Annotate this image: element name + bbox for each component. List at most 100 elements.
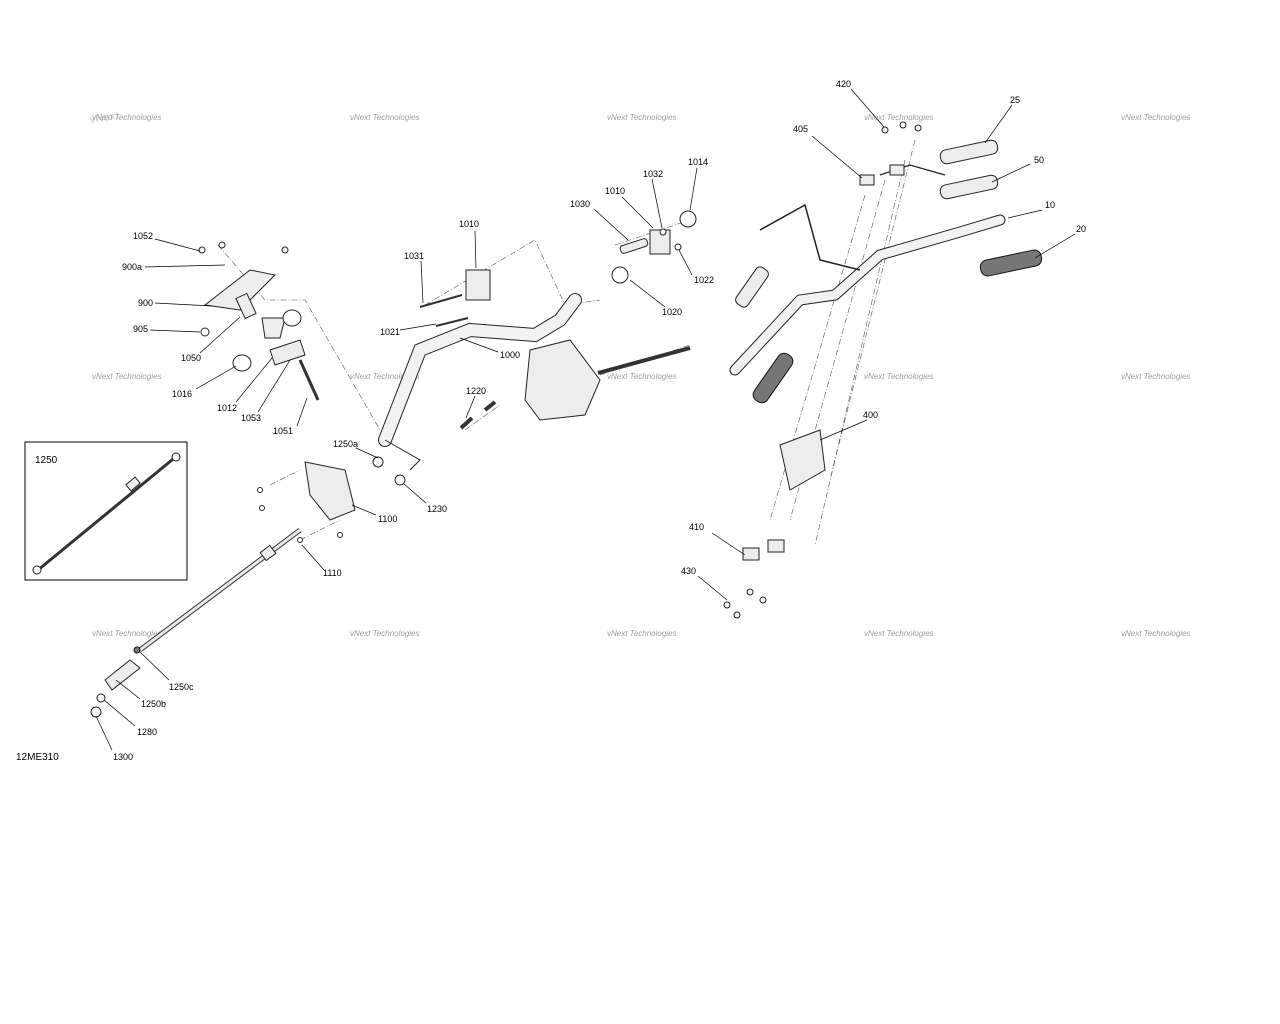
label-1230: 1230 — [427, 504, 447, 514]
label-1010-left: 1010 — [459, 219, 479, 229]
cover-right — [524, 339, 601, 421]
label-1000: 1000 — [500, 350, 520, 360]
label-25: 25 — [1010, 95, 1020, 105]
label-50: 50 — [1034, 155, 1044, 165]
riser-400 — [779, 429, 826, 491]
label-420: 420 — [836, 79, 851, 89]
label-400: 400 — [863, 410, 878, 420]
block-1012 — [261, 317, 286, 339]
clamp-410a — [742, 547, 760, 561]
label-1022: 1022 — [694, 275, 714, 285]
nut-1032 — [659, 228, 667, 236]
tie-rod-1250-fill — [139, 528, 301, 652]
inset-1250: 1250 — [24, 441, 188, 581]
label-1250b: 1250b — [141, 699, 166, 709]
label-1250c: 1250c — [169, 682, 194, 692]
nut-1052b — [218, 241, 226, 249]
bolt-420c — [914, 124, 922, 132]
bolt-1250a — [372, 456, 384, 468]
handlebar-assembly — [723, 121, 1043, 619]
label-1220: 1220 — [466, 386, 486, 396]
watermarks: vNext vNext Technologies vNext Technolog… — [89, 110, 1191, 638]
watermark-text: vNext Technologies — [864, 113, 934, 122]
nut-1052 — [198, 246, 206, 254]
watermark-text: vNext Technologies — [607, 629, 677, 638]
bushing-1016 — [232, 354, 252, 372]
watermark-text: vNext Technologies — [350, 372, 420, 381]
label-900: 900 — [138, 298, 153, 308]
watermark-text: vNext Technologies — [607, 113, 677, 122]
label-1250a: 1250a — [333, 439, 358, 449]
grip-25 — [939, 139, 999, 165]
label-1020: 1020 — [662, 307, 682, 317]
washer-1280 — [96, 693, 106, 703]
label-405: 405 — [793, 124, 808, 134]
bolt-1051 — [298, 359, 320, 401]
watermark-text: vNext Technologies — [1121, 113, 1191, 122]
watermark: vNext — [89, 110, 121, 126]
label-1280: 1280 — [137, 727, 157, 737]
label-1021: 1021 — [380, 327, 400, 337]
grip-left — [752, 352, 794, 404]
label-20: 20 — [1076, 224, 1086, 234]
label-1300: 1300 — [113, 752, 133, 762]
label-1110: 1110 — [323, 568, 342, 578]
inset-label: 1250 — [35, 455, 58, 466]
watermark-text: vNext Technologies — [1121, 372, 1191, 381]
label-430: 430 — [681, 566, 696, 576]
label-1016: 1016 — [172, 389, 192, 399]
screw-c — [297, 537, 303, 543]
screw-b — [259, 505, 265, 511]
nut-905 — [200, 327, 210, 337]
handlebar-10-fill — [730, 215, 1005, 375]
inset-rod-end-top — [171, 452, 181, 462]
grip-20 — [979, 249, 1043, 277]
clamp-1010a — [465, 269, 491, 301]
nut-1022 — [674, 243, 682, 251]
steering-column — [257, 210, 697, 543]
clamp-405b — [889, 164, 905, 176]
label-1030: 1030 — [570, 199, 590, 209]
bushing-1020 — [611, 266, 629, 284]
label-1010-right: 1010 — [605, 186, 625, 196]
clamp-1053 — [269, 339, 306, 366]
watermark-text: vNext Technologies — [92, 372, 162, 381]
label-1100: 1100 — [378, 514, 397, 524]
bolt-420b — [899, 121, 907, 129]
clamp-405 — [859, 174, 875, 186]
watermark-text: vNext Technologies — [864, 629, 934, 638]
bolt-1021 — [435, 317, 469, 327]
label-1014: 1014 — [688, 157, 708, 167]
label-1012: 1012 — [217, 403, 237, 413]
assembly-lines — [217, 139, 916, 546]
label-905: 905 — [133, 324, 148, 334]
bolt-430b — [733, 611, 741, 619]
inset-rod-end-bottom — [32, 565, 42, 575]
washer-1230 — [394, 474, 406, 486]
watermark-text: vNext Technologies — [607, 372, 677, 381]
left-assembly — [198, 241, 320, 401]
bolt-430d — [759, 596, 767, 604]
handlebar-10 — [729, 214, 1006, 376]
diagram-code: 12ME310 — [16, 752, 59, 763]
bolt-top — [281, 246, 289, 254]
rod-end-1250b — [104, 659, 141, 691]
bolt-430c — [746, 588, 754, 596]
nut-1300 — [90, 706, 102, 718]
label-1031: 1031 — [404, 251, 424, 261]
label-1051: 1051 — [273, 426, 293, 436]
grip-50 — [939, 174, 999, 200]
throttle-cable — [759, 203, 861, 271]
bushing-1016-upper — [282, 309, 302, 327]
clamp-1010b — [649, 229, 671, 255]
part-labels: 420 25 405 50 10 20 400 410 430 1014 103… — [113, 79, 1086, 762]
column-1000-fill — [379, 294, 581, 446]
inset-rod-sleeve — [125, 476, 141, 492]
inset-frame — [24, 441, 188, 581]
tie-rod-assembly — [90, 528, 302, 718]
sleeve-1030 — [619, 238, 649, 254]
pin-1220a — [459, 416, 474, 430]
shaft-right — [597, 346, 691, 375]
watermark-text: vNext Technologies — [350, 629, 420, 638]
